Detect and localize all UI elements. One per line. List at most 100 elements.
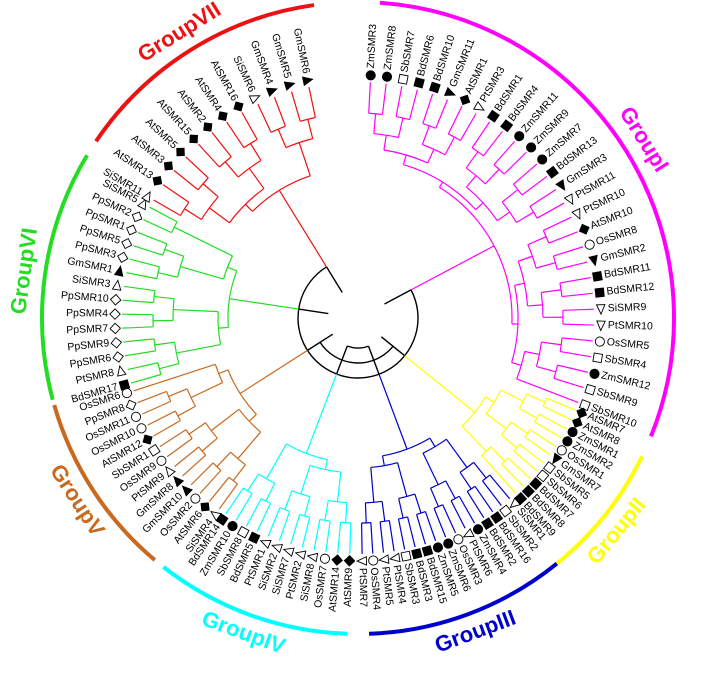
branch bbox=[173, 169, 199, 191]
branch bbox=[471, 121, 490, 149]
triangle-open-marker bbox=[259, 539, 272, 550]
triangle-open-marker bbox=[248, 95, 261, 105]
branch bbox=[122, 299, 154, 304]
triangle-filled-marker bbox=[173, 475, 185, 488]
branch-arc bbox=[179, 201, 190, 216]
branch bbox=[529, 429, 557, 448]
diamond-filled-marker bbox=[343, 555, 356, 567]
branch bbox=[553, 246, 584, 257]
triangle-filled-marker bbox=[555, 179, 566, 191]
triangle-open-marker bbox=[355, 555, 367, 566]
circle-open-marker bbox=[156, 455, 167, 466]
branch-arc bbox=[212, 462, 222, 471]
branch bbox=[524, 350, 540, 356]
diamond-open-marker bbox=[109, 308, 121, 320]
branch bbox=[473, 462, 487, 479]
branch bbox=[129, 258, 160, 268]
branch bbox=[415, 514, 426, 545]
branch bbox=[284, 490, 293, 510]
branch-arc bbox=[500, 421, 512, 436]
branch bbox=[246, 498, 262, 527]
branch bbox=[324, 500, 329, 521]
branch bbox=[349, 522, 352, 554]
square-open-marker bbox=[236, 525, 250, 539]
branch bbox=[370, 522, 374, 554]
group-arc-groupvi bbox=[40, 154, 89, 401]
branch bbox=[241, 112, 258, 140]
branch bbox=[226, 121, 245, 149]
circle-open-marker bbox=[190, 493, 201, 504]
square-filled-marker bbox=[529, 477, 543, 491]
triangle-open-marker bbox=[377, 554, 390, 564]
branch bbox=[482, 480, 502, 506]
branch bbox=[336, 471, 342, 502]
circle-filled-marker bbox=[227, 521, 238, 532]
square-open-marker bbox=[147, 443, 161, 457]
branch bbox=[147, 410, 176, 426]
branch bbox=[265, 482, 276, 502]
square-filled-marker bbox=[486, 109, 500, 123]
branch bbox=[546, 397, 576, 411]
circle-open-marker bbox=[453, 534, 464, 545]
branch bbox=[445, 438, 468, 468]
tree-backbone bbox=[297, 266, 419, 379]
branch bbox=[381, 455, 385, 466]
leaf-label: PpSMR4 bbox=[66, 307, 108, 320]
branch bbox=[184, 208, 202, 220]
backbone-arc bbox=[347, 345, 369, 349]
diamond-filled-marker bbox=[142, 434, 153, 445]
branch bbox=[445, 480, 456, 499]
diamond-filled-marker bbox=[189, 134, 198, 144]
group-arc-groupiii bbox=[368, 562, 559, 636]
branch bbox=[513, 450, 538, 472]
branch bbox=[466, 491, 485, 519]
branch bbox=[397, 117, 404, 138]
triangle-open-marker bbox=[388, 552, 401, 563]
group-label-groupvi: GroupVI bbox=[5, 226, 42, 315]
circle-open-marker bbox=[130, 411, 142, 422]
branch bbox=[218, 483, 238, 510]
branch bbox=[438, 181, 444, 188]
square-filled-marker bbox=[481, 517, 494, 531]
branch bbox=[500, 434, 518, 449]
triangle-open-marker bbox=[462, 528, 475, 538]
branch bbox=[427, 149, 435, 164]
branch bbox=[133, 245, 164, 256]
square-filled-marker bbox=[118, 379, 131, 391]
branch bbox=[176, 343, 221, 354]
backbone-line bbox=[298, 308, 329, 315]
branch bbox=[379, 521, 385, 553]
branch bbox=[368, 82, 371, 114]
branch bbox=[485, 413, 507, 430]
branch-arc bbox=[185, 429, 193, 439]
triangle-open-marker bbox=[473, 100, 485, 111]
branch-arc bbox=[485, 389, 502, 415]
branch-arc bbox=[422, 143, 446, 156]
leaf-label: AtSMR14 bbox=[327, 566, 343, 612]
branch bbox=[337, 522, 342, 554]
branch-arc bbox=[300, 116, 316, 122]
triangle-open-marker bbox=[282, 547, 295, 557]
branch bbox=[267, 507, 281, 537]
leaf-label: PpSMR10 bbox=[61, 289, 110, 305]
branch-arc bbox=[174, 410, 181, 421]
diamond-open-marker bbox=[109, 293, 122, 306]
branch bbox=[381, 501, 386, 522]
branch bbox=[137, 390, 167, 404]
triangle-open-marker bbox=[306, 552, 319, 563]
backbone-line bbox=[307, 333, 334, 351]
branch bbox=[518, 255, 533, 262]
square-open-marker bbox=[499, 504, 513, 518]
branch bbox=[143, 219, 172, 234]
branch bbox=[209, 207, 230, 224]
triangle-filled-marker bbox=[283, 81, 296, 91]
branch bbox=[124, 285, 155, 292]
branch-arc bbox=[471, 147, 484, 157]
branch bbox=[527, 236, 547, 246]
leaf-label: PtSMR10 bbox=[608, 319, 653, 332]
branch bbox=[277, 128, 287, 148]
diamond-open-marker bbox=[121, 237, 133, 250]
diamond-filled-marker bbox=[217, 111, 228, 121]
branch bbox=[308, 87, 316, 118]
